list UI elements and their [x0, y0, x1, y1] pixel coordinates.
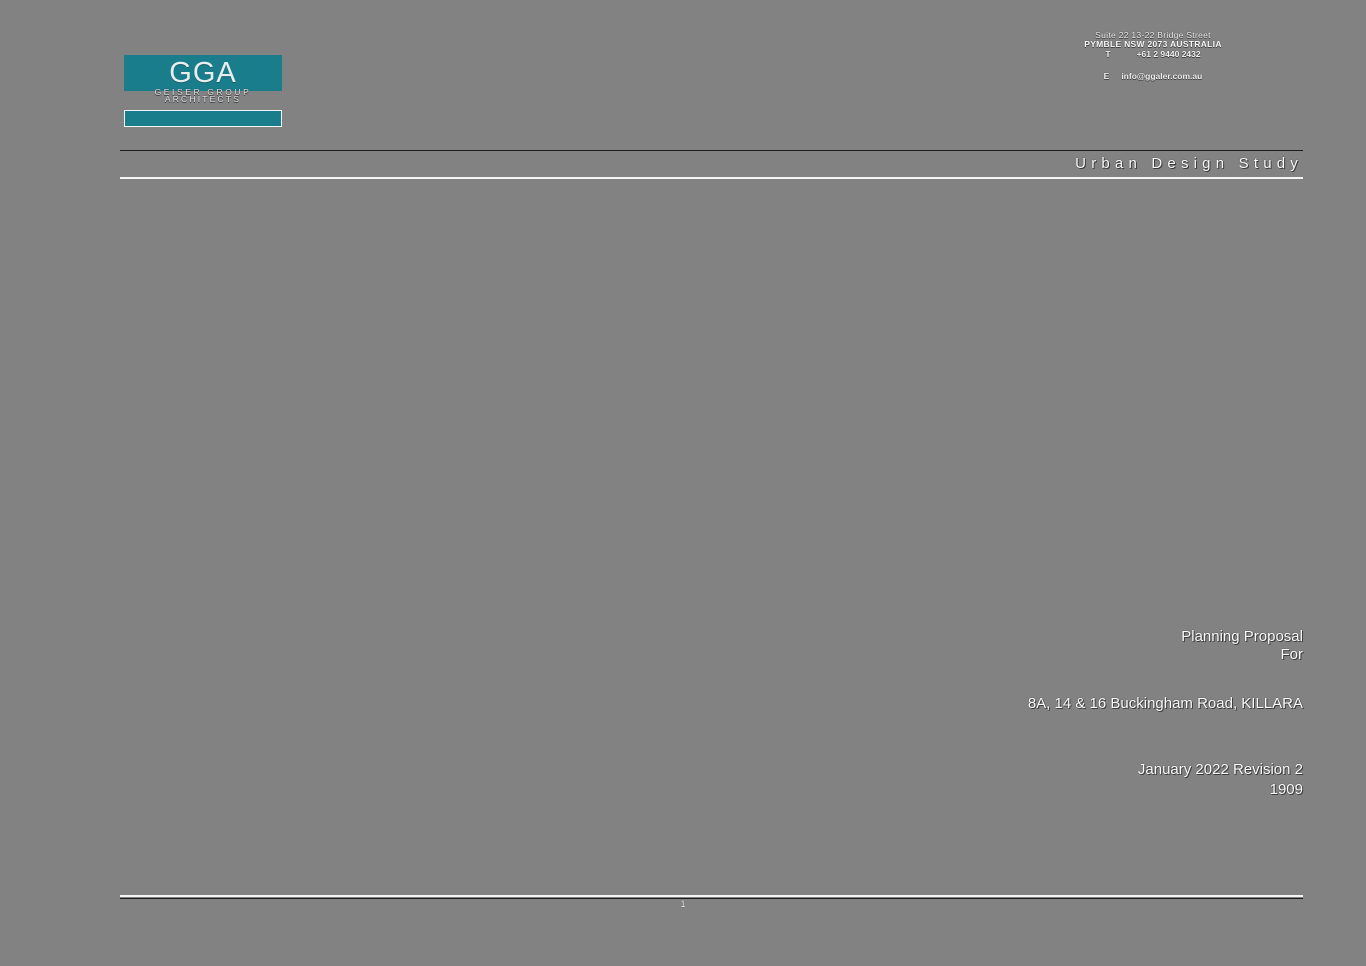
company-logo: GGA GEISER GROUP ARCHITECTS — [124, 55, 282, 127]
page-title: Urban Design Study — [1075, 155, 1303, 172]
cover-title-block: Planning Proposal For 8A, 14 & 16 Buckin… — [663, 628, 1303, 713]
contact-email: E info@ggaler.com.au — [1003, 71, 1303, 82]
contact-email-value: info@ggaler.com.au — [1121, 71, 1203, 81]
cover-title-line-1: Planning Proposal — [1181, 628, 1303, 645]
contact-phone: T +61 2 9440 2432 — [1003, 49, 1303, 60]
logo-bar-primary: GGA — [124, 55, 282, 91]
contact-address-line-2: PYMBLE NSW 2073 AUSTRALIA — [1084, 39, 1222, 49]
cover-revision-date: January 2022 Revision 2 — [1137, 761, 1303, 778]
footer-rule-bottom — [120, 898, 1303, 899]
cover-site-address: 8A, 14 & 16 Buckingham Road, KILLARA — [1027, 695, 1303, 712]
cover-title-line-2: For — [1280, 646, 1304, 663]
logo-bar-secondary — [124, 110, 282, 127]
contact-address-line-1: Suite 22 13-22 Bridge Street — [1095, 30, 1211, 40]
logo-company-name-line-2: ARCHITECTS — [164, 94, 242, 104]
contact-details: Suite 22 13-22 Bridge Street PYMBLE NSW … — [1003, 30, 1303, 82]
footer-rule-top — [120, 895, 1303, 897]
logo-monogram: GGA — [169, 56, 237, 89]
cover-project-number: 1909 — [1269, 781, 1303, 798]
cover-date-block: January 2022 Revision 2 1909 — [663, 760, 1303, 800]
header-rule-bottom — [120, 177, 1303, 179]
contact-phone-value: +61 2 9440 2432 — [1136, 49, 1201, 59]
contact-email-label: E — [1103, 71, 1110, 81]
header-rule-top — [120, 150, 1303, 151]
contact-phone-label: T — [1105, 49, 1111, 59]
footer-page-number: 1 — [680, 899, 686, 909]
